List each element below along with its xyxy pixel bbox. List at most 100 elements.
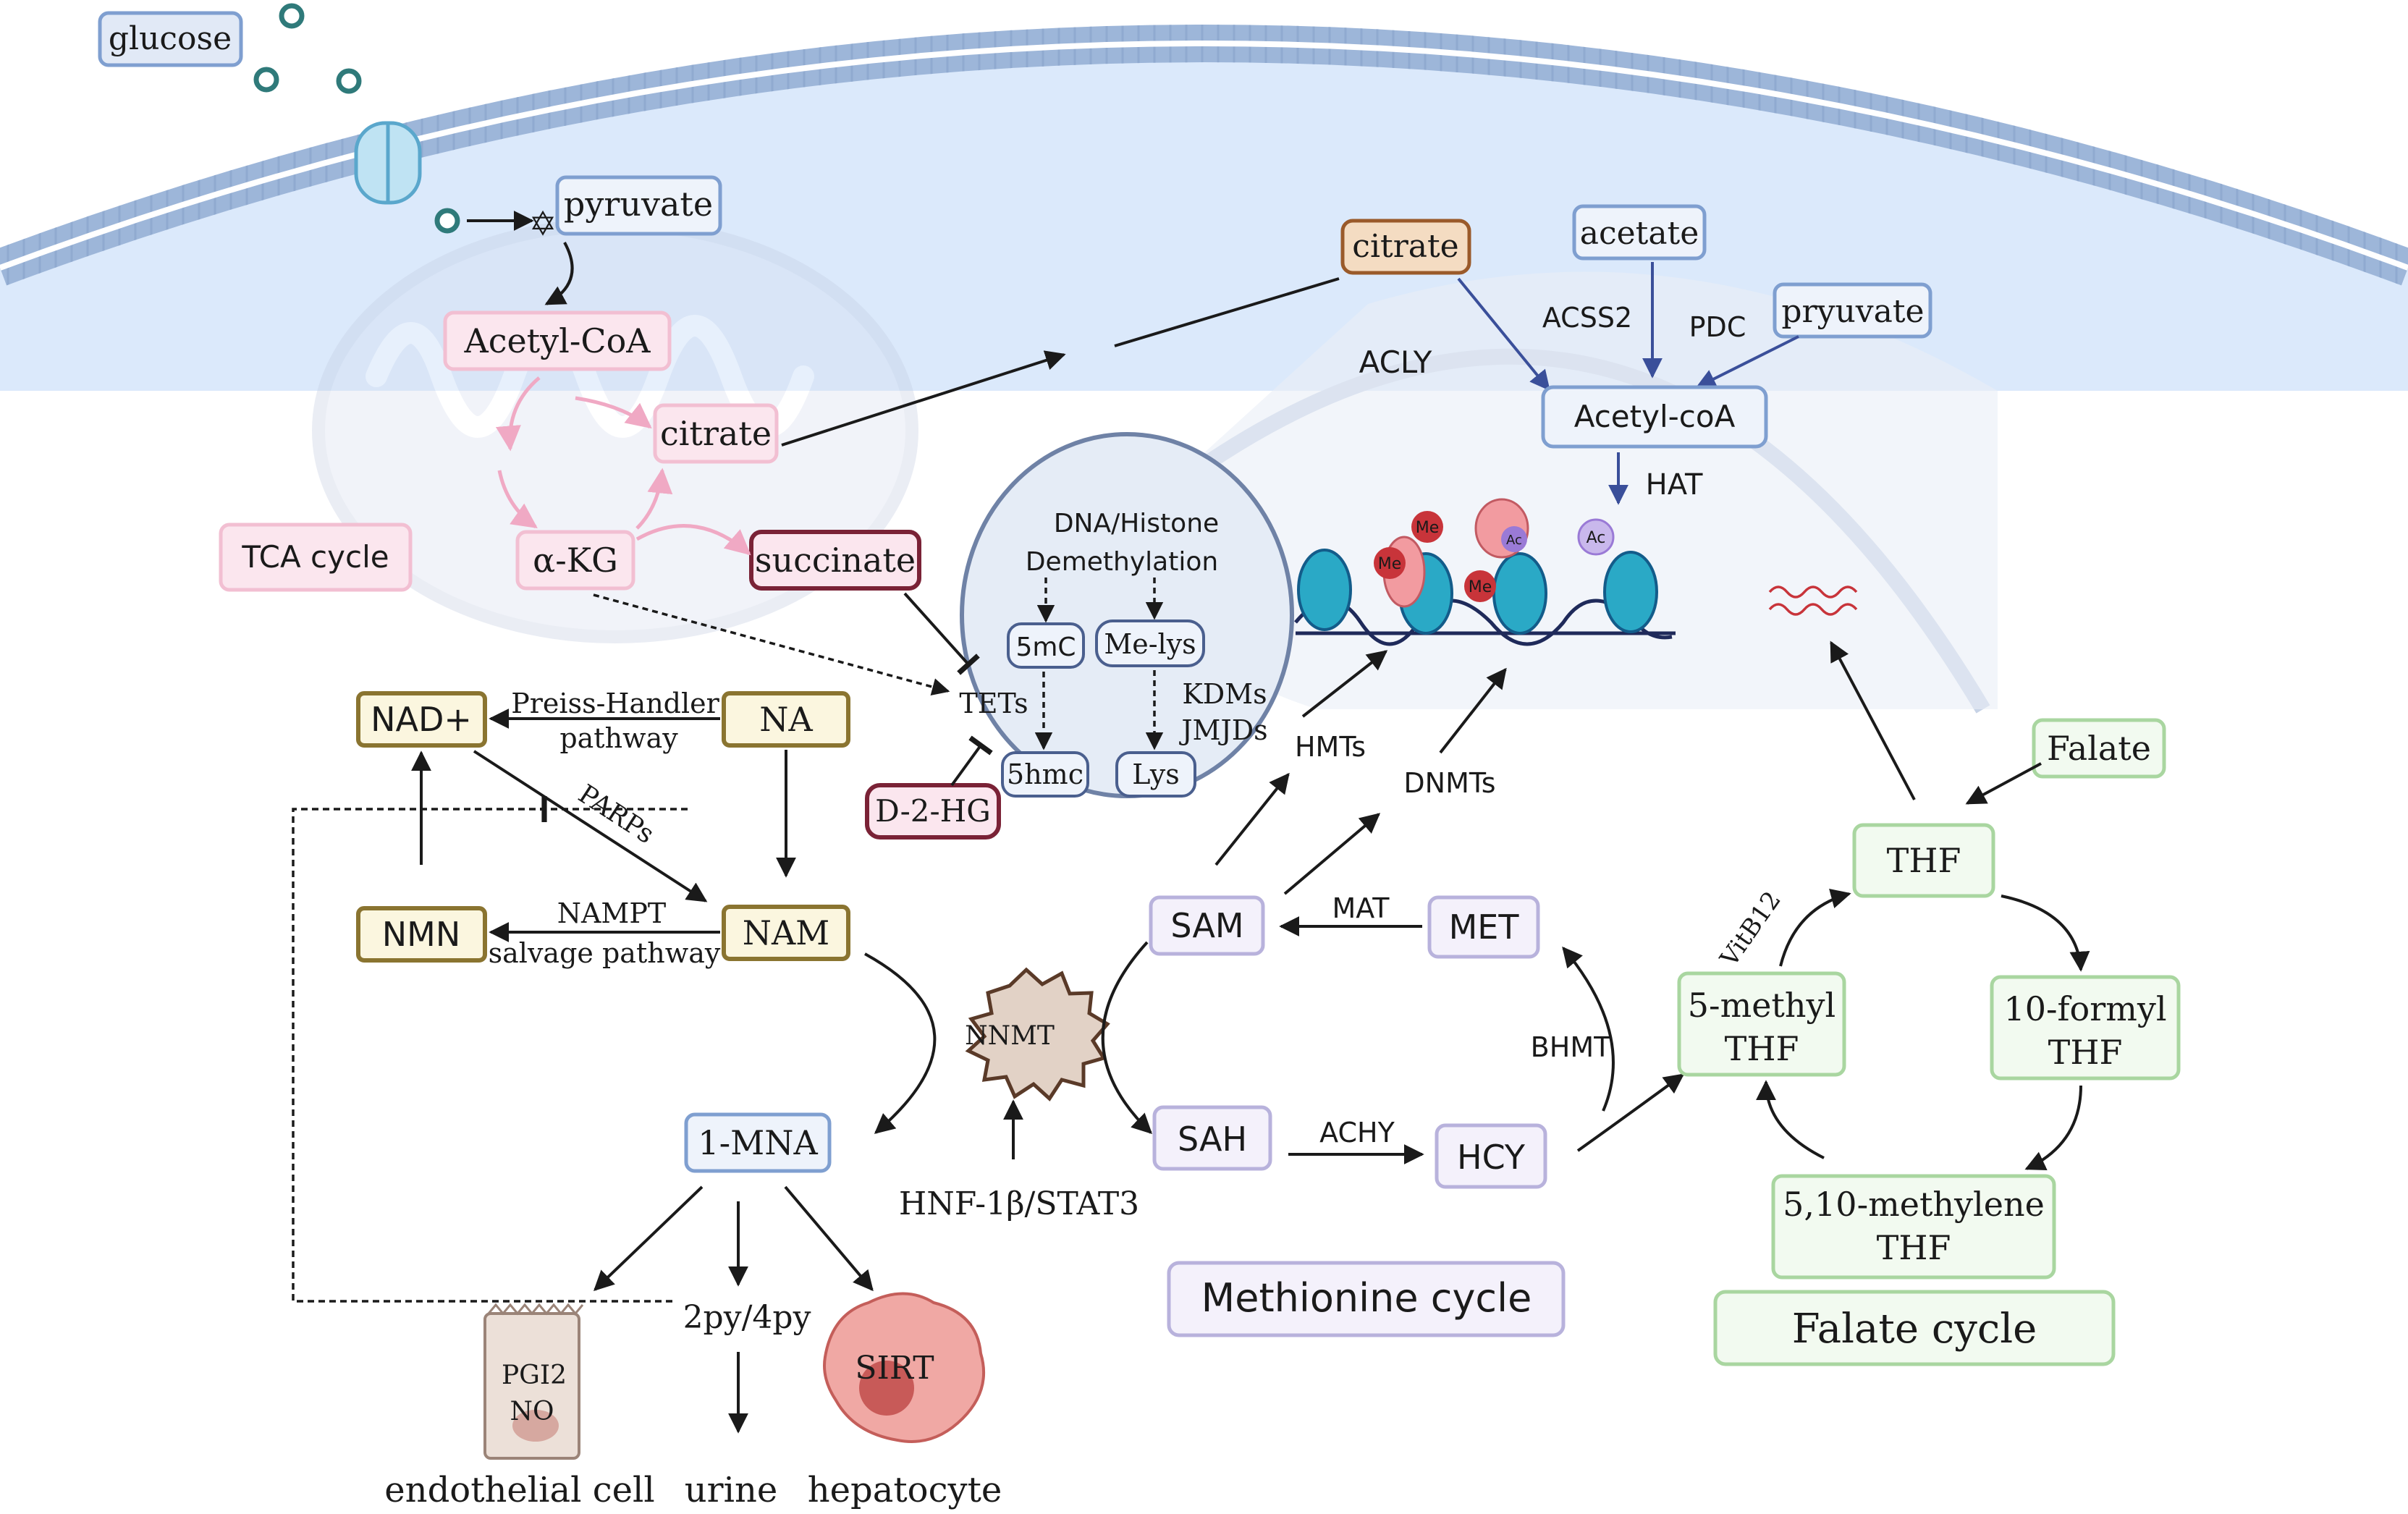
5-methyl-thf-box (1677, 971, 1846, 1077)
dnmts-label: DNMTs (1403, 767, 1495, 799)
5mc-label: 5mC (1015, 633, 1076, 662)
tca-cycle-label: TCA cycle (241, 539, 389, 575)
ac-label: Ac (1587, 529, 1606, 547)
hcy-box (1435, 1123, 1547, 1189)
urine-label: urine (685, 1470, 778, 1510)
demethylation-arrows (1034, 578, 1164, 750)
ac-label: Ac (1506, 533, 1522, 548)
achy-label: ACHY (1319, 1117, 1395, 1149)
na-label: NA (759, 700, 813, 739)
succinate-inhibition (903, 592, 980, 675)
citrate-mito-box (653, 403, 779, 464)
10-formyl-label: 10-formyl (2003, 989, 2166, 1028)
nmn-box (356, 906, 487, 963)
me-label: Me (1416, 519, 1440, 537)
parps-label: PARPs (573, 779, 659, 850)
star-icon: ✡ (529, 204, 557, 243)
nmn-label: NMN (382, 915, 461, 954)
sam-box (1149, 895, 1265, 956)
acetate-label: acetate (1580, 215, 1699, 252)
citrate-mito-label: citrate (660, 414, 772, 453)
acetyl-coa-label: Acetyl-CoA (463, 321, 651, 360)
met-box (1427, 895, 1540, 959)
glucose-molecule-icon (279, 3, 305, 29)
tca-cycle-arrows (495, 376, 751, 556)
methylation-marks (1374, 511, 1496, 602)
5hmc-box (1001, 751, 1089, 798)
jmjds-label: JMJDs (1178, 714, 1267, 746)
falate-cycle-title: Falate cycle (1792, 1306, 2037, 1353)
methionine-cycle-box (1167, 1261, 1566, 1337)
d2hg-box (865, 783, 1001, 840)
sah-label: SAH (1178, 1120, 1247, 1159)
citrate-cyto-box (1340, 219, 1471, 275)
mna-label: 1-MNA (698, 1123, 818, 1162)
acss2-label: ACSS2 (1542, 302, 1632, 334)
acetyl-coa-box (443, 310, 672, 371)
methylene-thf-label: THF (1877, 1228, 1951, 1267)
kdms-label: KDMs (1182, 678, 1267, 710)
glucose-molecule-icon (434, 208, 460, 234)
acetyl-coa-synthesis-arrows (1457, 262, 1799, 505)
methylene-label: 5,10-methylene (1783, 1185, 2045, 1224)
mna-box (684, 1112, 832, 1173)
pdc-label: PDC (1689, 311, 1746, 343)
endothelial-cell-icon (483, 1303, 584, 1460)
thf-box (1852, 823, 1995, 898)
d2hg-label: D-2-HG (875, 793, 991, 829)
nnmt-label: NNMT (965, 1021, 1055, 1051)
methylene-thf-box (1771, 1174, 2056, 1280)
5-methyl-thf-label: THF (1725, 1029, 1799, 1068)
nam-box (722, 905, 850, 961)
lys-label: Lys (1132, 758, 1180, 790)
nnmt-icon (965, 967, 1110, 1101)
acetyl-coa-nucleus-label: Acetyl-coA (1574, 399, 1736, 434)
sah-box (1152, 1105, 1272, 1171)
rna-icon (1768, 585, 1858, 616)
acly-label: ACLY (1359, 344, 1432, 380)
melys-label: Me-lys (1104, 628, 1196, 660)
pgi2-label: PGI2 (502, 1361, 567, 1390)
10-formyl-thf-label: THF (2048, 1033, 2123, 1072)
hnf-label: HNF-1β/STAT3 (899, 1185, 1139, 1222)
methionine-cycle-title: Methionine cycle (1201, 1275, 1532, 1321)
glucose-box (98, 11, 243, 67)
pryuvate-label: pryuvate (1781, 293, 1924, 330)
endothelial-cell-label: endothelial cell (384, 1470, 654, 1510)
5hmc-label: 5hmc (1007, 758, 1083, 790)
hepatocyte-label: hepatocyte (808, 1470, 1002, 1510)
nampt-label: NAMPT (557, 897, 667, 929)
feedback-dashed-line (292, 808, 688, 1303)
bhmt-label: BHMT (1531, 1031, 1611, 1063)
na-box (722, 691, 850, 748)
vitb12-label: VitB12 (1715, 886, 1787, 972)
succinate-box (749, 530, 921, 591)
preiss-handler-label: Preiss-Handler (511, 688, 719, 719)
melys-box (1095, 619, 1205, 667)
thf-label: THF (1887, 841, 1961, 880)
pyruvate-box (555, 175, 722, 236)
no-label: NO (510, 1397, 554, 1426)
hepatocyte-icon (823, 1292, 986, 1443)
5mc-box (1007, 622, 1085, 669)
me-label: Me (1378, 555, 1402, 573)
sam-label: SAM (1170, 906, 1243, 945)
acetylation-mark (1501, 526, 1527, 552)
alpha-kg-tets-arrow (593, 593, 950, 696)
glucose-transporter-icon (354, 121, 422, 205)
falate-label: Falate (2047, 729, 2151, 768)
falate-cycle-box (1713, 1290, 2116, 1366)
demethylation-title-line1: DNA/Histone (1054, 509, 1219, 538)
5-methyl-label: 5-methyl (1688, 986, 1835, 1025)
hat-label: HAT (1646, 468, 1703, 502)
tets-label: TETs (959, 688, 1028, 719)
acetyl-coa-nucleus-box (1541, 385, 1768, 449)
glucose-molecule-icon (336, 68, 362, 94)
hmts-label: HMTs (1295, 731, 1366, 763)
sirt-label: SIRT (855, 1350, 934, 1387)
succinate-label: succinate (755, 541, 916, 580)
alpha-kg-box (515, 530, 635, 591)
met-label: MET (1449, 908, 1520, 947)
pyruvate-label: pyruvate (564, 185, 713, 224)
